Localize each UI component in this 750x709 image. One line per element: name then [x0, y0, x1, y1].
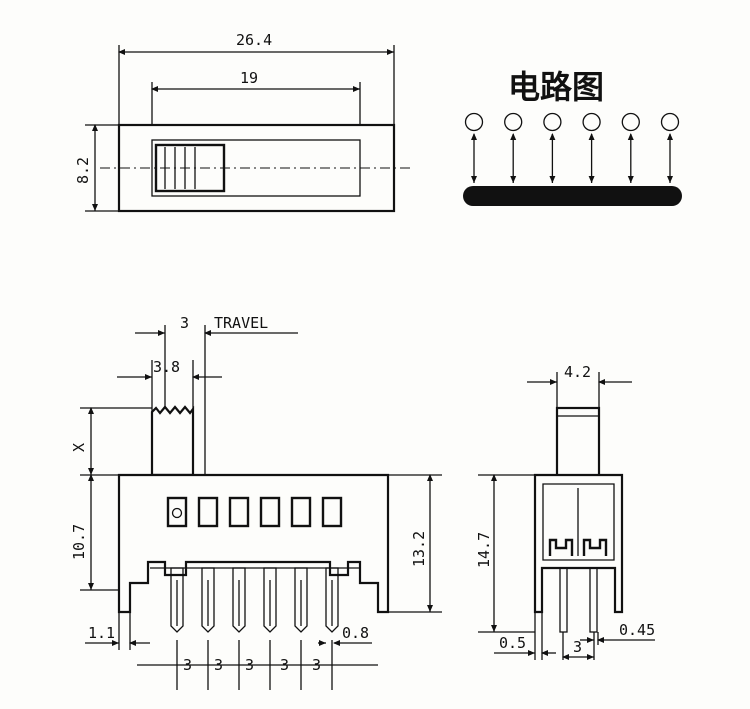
dim-side-left-offset: 0.5	[499, 634, 526, 652]
dim-overall-length: 26.4	[236, 31, 272, 49]
pin-pitch-labels: 3 3 3 3 3	[183, 656, 321, 674]
front-actuator	[150, 405, 195, 477]
dim-travel-value: 3	[180, 314, 189, 332]
circuit-terminal	[504, 112, 523, 132]
top-view: 26.4 19 8.2	[74, 31, 410, 213]
dim-pin-width: 0.8	[342, 624, 369, 642]
dim-actuator-height: X	[70, 443, 88, 452]
circuit-terminal	[464, 112, 484, 132]
front-indicator-dot	[171, 507, 183, 519]
dim-body-height: 10.7	[70, 524, 88, 560]
dim-actuator-width: 3.8	[153, 358, 180, 376]
contact-window	[166, 496, 188, 528]
side-housing-inner	[542, 483, 615, 561]
dim-height: 8.2	[74, 157, 92, 184]
dim-total-height: 13.2	[410, 531, 428, 567]
dim-side-actuator-width: 4.2	[564, 363, 591, 381]
front-contact-windows	[166, 496, 343, 528]
contact-window	[228, 496, 250, 528]
front-view: 3 TRAVEL 3.8 X 10.7 13.2	[70, 314, 442, 690]
side-contact-left	[548, 538, 574, 556]
circuit-terminals	[464, 112, 680, 183]
pin-pitch-label: 3	[312, 656, 321, 674]
circuit-terminal	[543, 112, 562, 132]
dim-side-pin-spacing: 3	[573, 638, 582, 656]
pin-pitch-label: 3	[214, 656, 223, 674]
front-pin	[170, 567, 184, 633]
front-pin	[201, 567, 215, 633]
front-pin	[294, 567, 308, 633]
dim-side-total-height: 14.7	[475, 532, 493, 568]
contact-window	[259, 496, 281, 528]
circuit-terminal	[660, 112, 680, 132]
contact-window	[290, 496, 312, 528]
front-pin	[325, 567, 339, 633]
side-actuator	[555, 406, 601, 480]
circuit-terminal	[621, 112, 640, 132]
dim-side-pin-width: 0.45	[619, 621, 655, 639]
dim-left-offset: 1.1	[88, 624, 115, 642]
dim-slot-length: 19	[240, 69, 258, 87]
dim-travel-label: TRAVEL	[214, 314, 268, 332]
side-contact-right	[582, 538, 608, 556]
contact-window	[321, 496, 343, 528]
pin-pitch-label: 3	[183, 656, 192, 674]
pin-pitch-label: 3	[245, 656, 254, 674]
pin-pitch-label: 3	[280, 656, 289, 674]
front-housing	[117, 473, 390, 614]
side-view: 4.2 14.7 0.5 3 0.45	[475, 363, 655, 660]
circuit-title: 电路图	[508, 68, 604, 106]
side-pin-left	[559, 567, 568, 633]
circuit-diagram: 电路图	[463, 68, 682, 206]
side-pin-right	[589, 567, 598, 633]
front-pin	[232, 567, 246, 633]
circuit-terminal	[582, 112, 601, 132]
contact-window	[197, 496, 219, 528]
front-pin	[263, 567, 277, 633]
